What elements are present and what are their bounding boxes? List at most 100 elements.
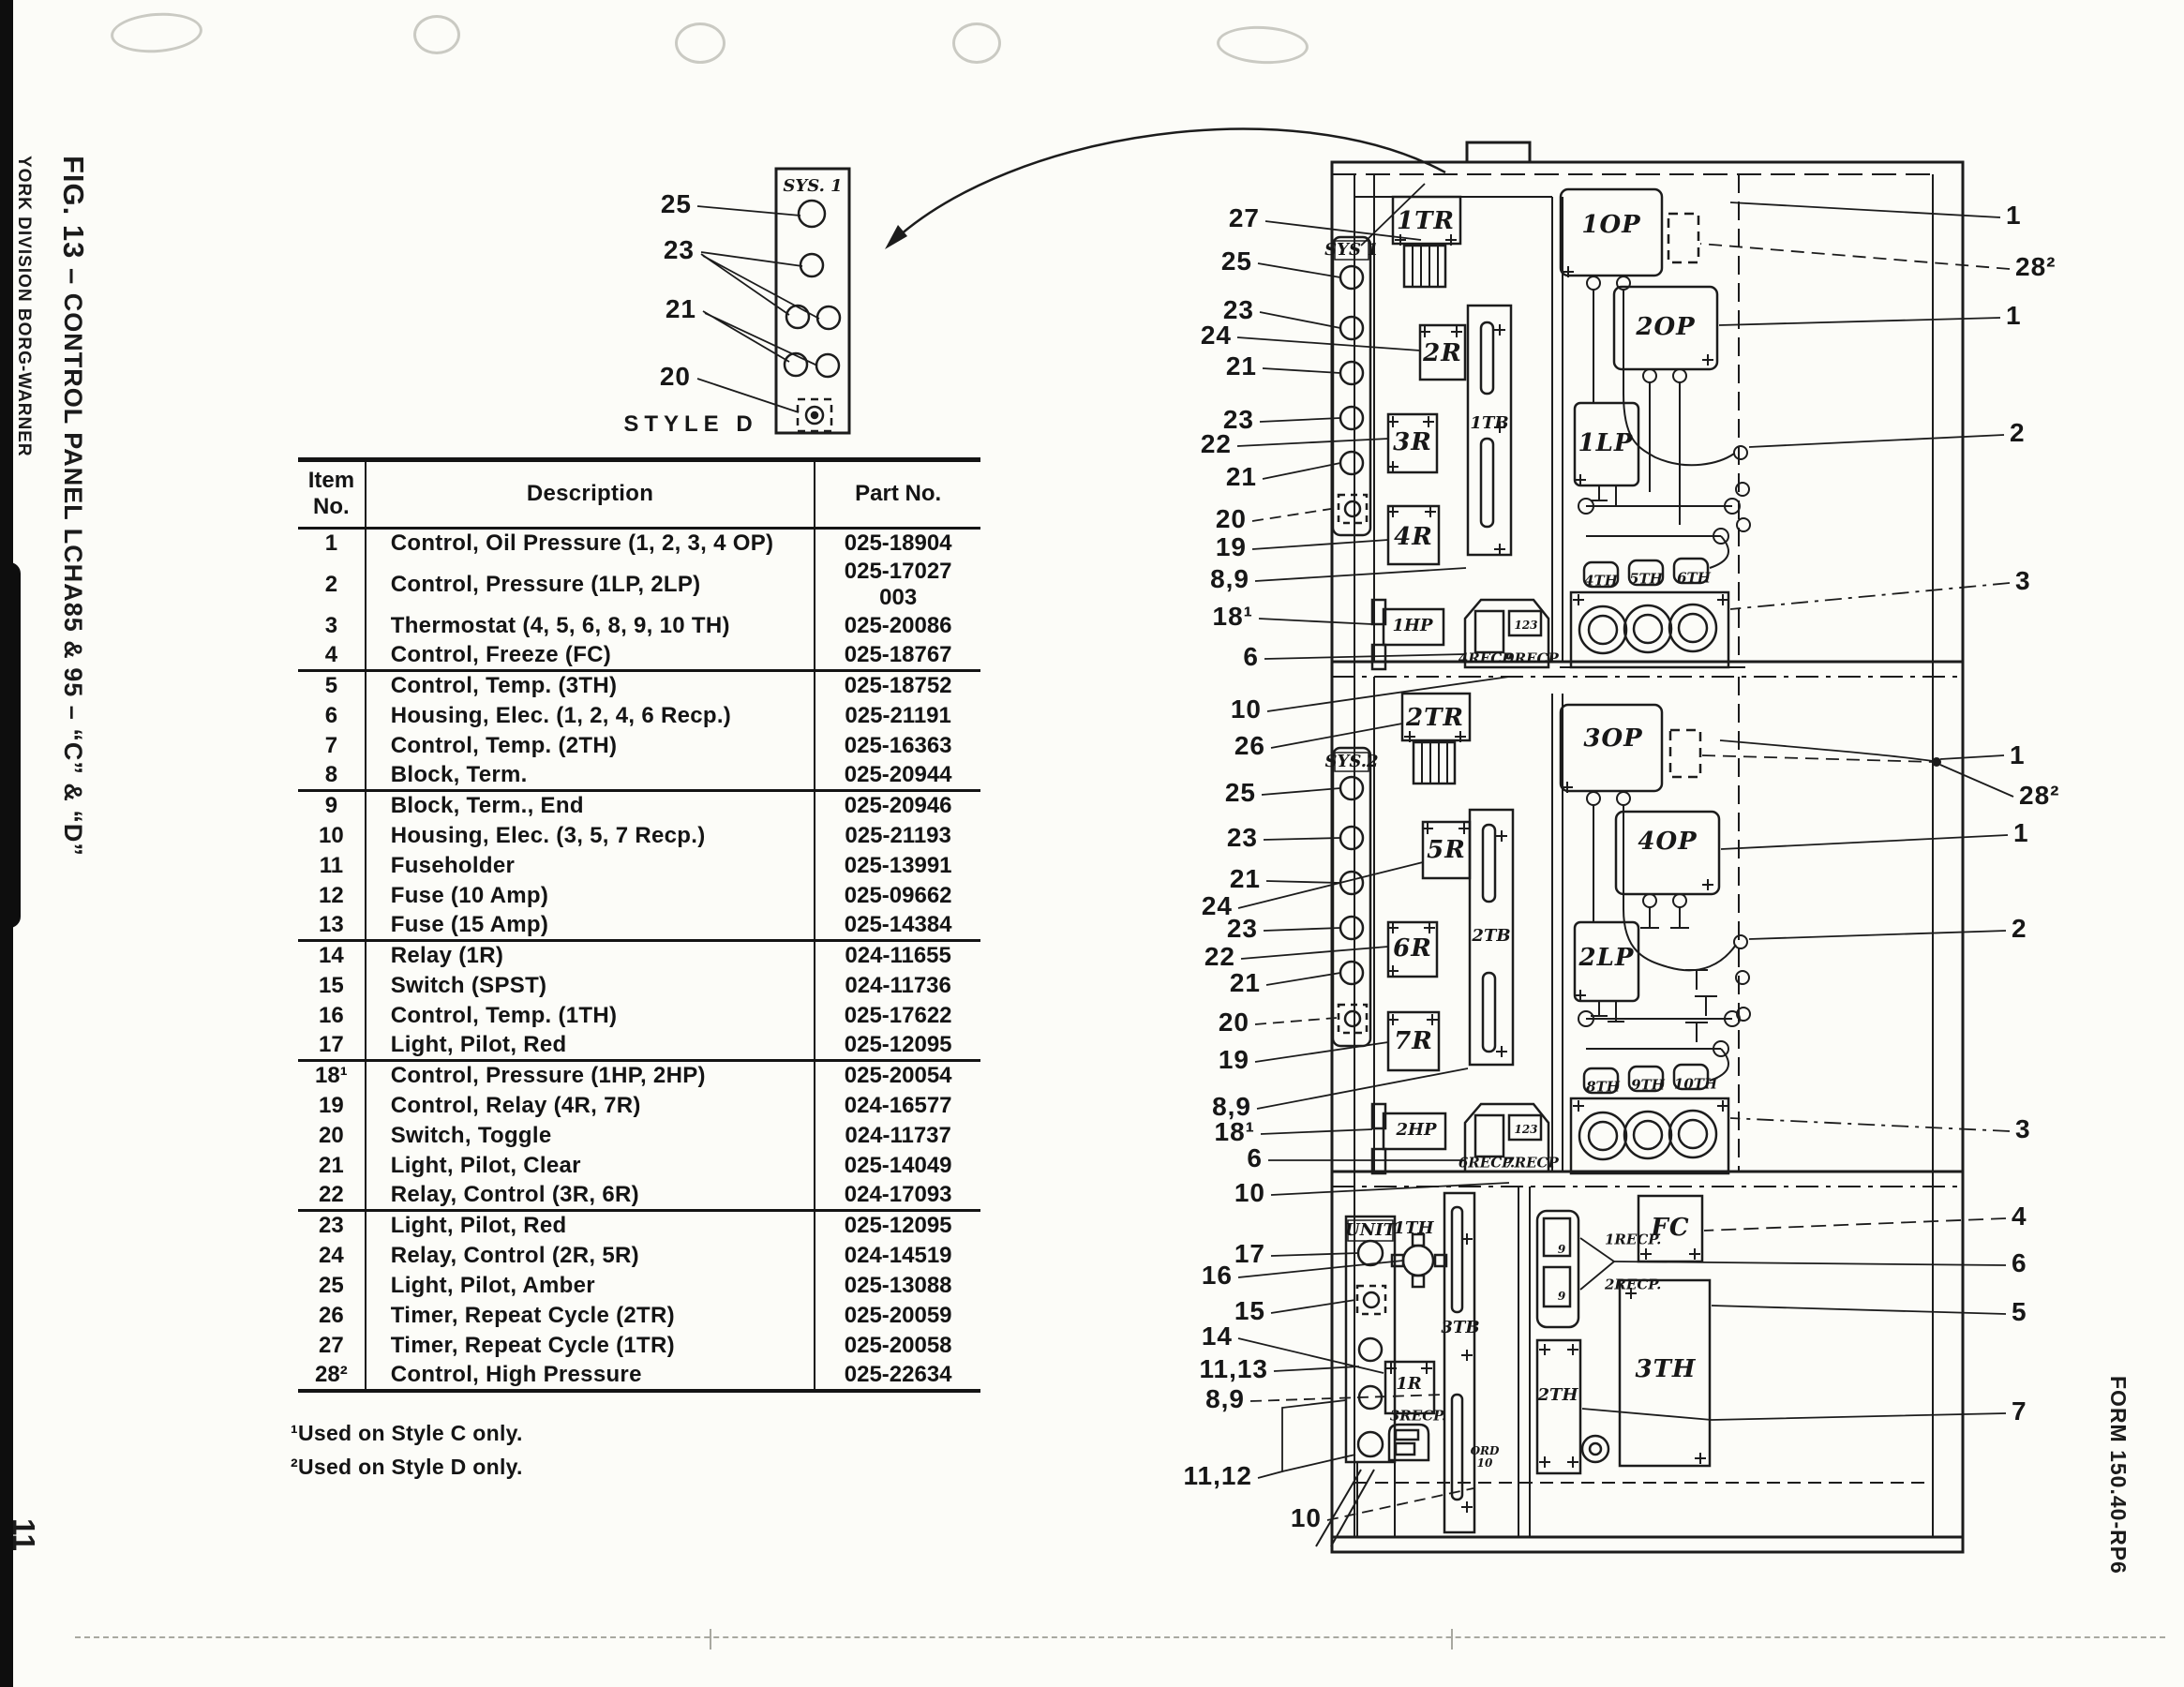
figure-name: CONTROL PANEL LCHA85 & 95 – “C” & “D” xyxy=(59,285,87,857)
part-no-cell: 025-18904 xyxy=(814,528,980,559)
description-cell: Housing, Elec. (3, 5, 7 Recp.) xyxy=(364,820,815,851)
callout-27: 27 xyxy=(1228,203,1260,232)
part-no-cell: 024-11736 xyxy=(814,970,980,1001)
description-cell: Control, Temp. (3TH) xyxy=(364,670,815,701)
style-d-inset-panel xyxy=(774,167,851,435)
label-3recp-: 3RECP. xyxy=(1389,1407,1447,1425)
item-no-cell: 20 xyxy=(319,1122,344,1148)
label-4r: 4R xyxy=(1394,523,1433,551)
callout-21: 21 xyxy=(1229,968,1261,997)
callout-24: 24 xyxy=(1201,891,1233,920)
label-123: 123 xyxy=(1514,1123,1538,1136)
label-4recp-: 4RECP. xyxy=(1458,649,1516,667)
description-cell: Control, High Pressure xyxy=(364,1360,815,1391)
label-2tr: 2TR xyxy=(1405,704,1465,732)
callout-23: 23 xyxy=(1226,823,1258,852)
description-cell: Light, Pilot, Clear xyxy=(364,1150,815,1181)
callout-19: 19 xyxy=(1215,532,1247,561)
item-no-cell: 28² xyxy=(315,1361,348,1387)
figure-number: FIG. 13 – xyxy=(57,156,90,286)
label-unit: UNIT xyxy=(1345,1220,1396,1240)
item-no-cell: 4 xyxy=(298,640,366,673)
callout-23: 23 xyxy=(1222,295,1254,324)
item-no-cell: 27 xyxy=(319,1332,344,1358)
item-no-cell: 15 xyxy=(319,972,344,998)
label-9: 9 xyxy=(1557,1243,1566,1256)
callout-4: 4 xyxy=(2012,1202,2027,1231)
description-cell: Timer, Repeat Cycle (2TR) xyxy=(364,1300,815,1331)
item-no-cell: 12 xyxy=(319,882,344,908)
callout-15: 15 xyxy=(1234,1296,1265,1325)
part-no-cell: 025-21193 xyxy=(814,820,980,851)
callout-25: 25 xyxy=(1220,246,1252,276)
item-no-cell: 8 xyxy=(298,760,366,793)
part-no-cell: 025-13991 xyxy=(814,850,980,881)
description-cell: Housing, Elec. (1, 2, 4, 6 Recp.) xyxy=(364,700,815,731)
part-no-cell: 025-14049 xyxy=(814,1150,980,1181)
part-no-cell: 024-14519 xyxy=(814,1240,980,1271)
callout-8-9: 8,9 xyxy=(1212,1092,1251,1121)
part-no-cell: 025-09662 xyxy=(814,880,980,911)
part-no-cell: 024-17093 xyxy=(814,1180,980,1213)
label-3th: 3TH xyxy=(1635,1355,1697,1383)
wiring xyxy=(1578,276,1751,1082)
item-no-cell: 14 xyxy=(319,943,344,969)
label-10th: 10TH xyxy=(1673,1075,1718,1093)
part-no-cell: 024-11737 xyxy=(814,1120,980,1151)
label-fc: FC xyxy=(1651,1214,1690,1242)
callout-21: 21 xyxy=(1225,462,1257,491)
callout-25: 25 xyxy=(660,189,692,218)
part-no-cell: 025-17622 xyxy=(814,1000,980,1031)
callout-18-: 18¹ xyxy=(1214,1117,1255,1146)
description-cell: Block, Term. xyxy=(364,760,815,793)
scan-bottom-line xyxy=(75,1636,2165,1638)
description-cell: Light, Pilot, Red xyxy=(364,1030,815,1063)
callout-20: 20 xyxy=(659,362,691,391)
callout-2: 2 xyxy=(2010,418,2026,447)
label-9th: 9TH xyxy=(1631,1076,1665,1094)
label-style-d: STYLE D xyxy=(623,411,758,437)
callout-19: 19 xyxy=(1218,1045,1249,1074)
binder-hole xyxy=(413,15,460,54)
label-123: 123 xyxy=(1514,619,1538,632)
part-no-cell: 025-20944 xyxy=(814,760,980,793)
part-no-cell: 025-18767 xyxy=(814,640,980,673)
label-4op: 4OP xyxy=(1638,828,1698,856)
callout-11-13: 11,13 xyxy=(1199,1354,1268,1383)
description-cell: Control, Freeze (FC) xyxy=(364,640,815,673)
part-no-cell: 025-20059 xyxy=(814,1300,980,1331)
item-no-cell: 22 xyxy=(298,1180,366,1213)
item-no-cell: 5 xyxy=(324,673,338,699)
label-1tb: 1TB xyxy=(1470,413,1509,433)
part-no-cell: 025-22634 xyxy=(814,1360,980,1391)
item-no-cell: 7 xyxy=(324,732,338,758)
callout-21: 21 xyxy=(1225,351,1257,381)
figure-title: FIG. 13 – CONTROL PANEL LCHA85 & 95 – “C… xyxy=(56,156,90,857)
label-2tb: 2TB xyxy=(1472,926,1511,946)
item-no-cell: 26 xyxy=(319,1302,344,1328)
part-no-cell: 025-21191 xyxy=(814,700,980,731)
item-no-cell: 18¹ xyxy=(315,1063,348,1089)
callout-7: 7 xyxy=(2012,1396,2027,1426)
description-cell: Block, Term., End xyxy=(364,790,815,821)
header-part-no: Part No. xyxy=(814,459,980,530)
label-2op: 2OP xyxy=(1636,313,1696,341)
description-cell: Light, Pilot, Red xyxy=(364,1210,815,1241)
